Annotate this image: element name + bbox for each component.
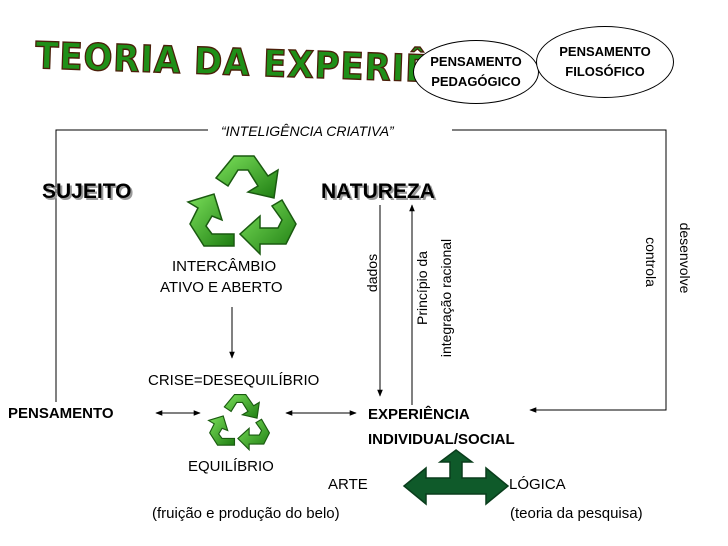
logica-label: LÓGICA — [509, 476, 566, 493]
crise-label: CRISE=DESEQUILÍBRIO — [148, 372, 320, 389]
principio-line2: integração racional — [438, 238, 454, 358]
intercambio-line1: INTERCÂMBIO — [172, 258, 277, 275]
intercambio-line2: ATIVO E ABERTO — [160, 279, 283, 296]
filosofico-line2: FILOSÓFICO — [565, 64, 645, 79]
arte-desc: (fruição e produção do belo) — [152, 505, 340, 522]
logica-desc: (teoria da pesquisa) — [510, 505, 643, 522]
loop-line-right — [452, 129, 667, 413]
desenvolve-label: desenvolve — [677, 222, 693, 294]
loop-line — [55, 129, 208, 402]
experiencia-line2: INDIVIDUAL/SOCIAL — [368, 431, 515, 448]
principio-line1: Princípio da — [414, 251, 430, 325]
pedagogico-line2: PEDAGÓGICO — [431, 74, 521, 89]
natureza-label: NATUREZA — [321, 180, 435, 203]
pedagogico-line1: PENSAMENTO — [430, 54, 522, 69]
three-way-arrow-icon — [402, 449, 510, 506]
pensamento-label: PENSAMENTO — [8, 405, 114, 422]
equilibrio-label: EQUILÍBRIO — [188, 458, 274, 475]
arte-label: ARTE — [328, 476, 368, 493]
recycle-small-icon — [207, 393, 271, 452]
pensamento-pedagogico-oval: PENSAMENTO PEDAGÓGICO — [413, 40, 539, 104]
recycle-icon — [186, 155, 297, 256]
filosofico-line1: PENSAMENTO — [559, 44, 651, 59]
dados-label: dados — [364, 253, 380, 293]
controla-label: controla — [643, 237, 659, 287]
experiencia-line1: EXPERIÊNCIA — [368, 406, 470, 423]
sujeito-label: SUJEITO — [42, 180, 132, 203]
inteligencia-criativa-label: “INTELIGÊNCIA CRIATIVA” — [221, 123, 394, 139]
pensamento-filosofico-oval: PENSAMENTO FILOSÓFICO — [536, 26, 674, 98]
